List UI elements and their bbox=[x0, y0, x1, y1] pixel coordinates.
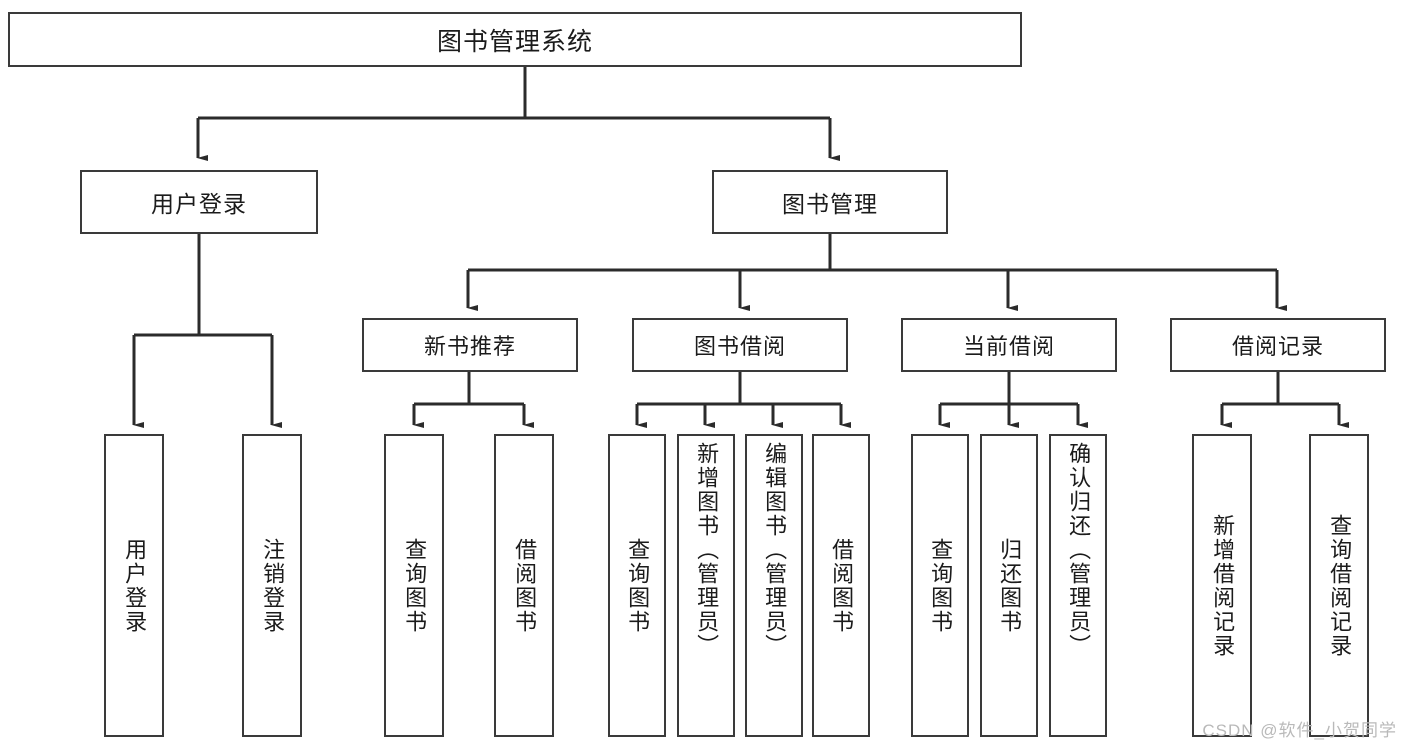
node-label: 当前借阅 bbox=[962, 334, 1055, 359]
leaf-borrow-book[interactable]: 借阅图书 bbox=[812, 434, 870, 737]
leaf-label: 确认归还（管理员） bbox=[1066, 442, 1092, 658]
leaf-label: 查询图书 bbox=[928, 537, 954, 634]
leaf-label: 新增图书（管理员） bbox=[694, 442, 720, 658]
leaf-label: 借阅图书 bbox=[512, 537, 538, 634]
leaf-logout[interactable]: 注销登录 bbox=[242, 434, 302, 737]
leaf-edit-book-admin[interactable]: 编辑图书（管理员） bbox=[745, 434, 803, 737]
leaf-add-borrow-record[interactable]: 新增借阅记录 bbox=[1192, 434, 1252, 737]
leaf-label: 查询图书 bbox=[625, 537, 651, 634]
leaf-query-book-borrow[interactable]: 查询图书 bbox=[608, 434, 666, 737]
leaf-label: 查询图书 bbox=[402, 537, 428, 634]
leaf-query-borrow-record[interactable]: 查询借阅记录 bbox=[1309, 434, 1369, 737]
node-label: 新书推荐 bbox=[423, 334, 516, 359]
leaf-user-login[interactable]: 用户登录 bbox=[104, 434, 164, 737]
node-root-system[interactable]: 图书管理系统 bbox=[8, 12, 1022, 67]
leaf-borrow-book-recommend[interactable]: 借阅图书 bbox=[494, 434, 554, 737]
leaf-label: 借阅图书 bbox=[829, 537, 855, 634]
node-borrow-record[interactable]: 借阅记录 bbox=[1170, 318, 1386, 372]
node-label: 用户登录 bbox=[151, 191, 247, 217]
node-new-book-recommend[interactable]: 新书推荐 bbox=[362, 318, 578, 372]
node-label: 图书借阅 bbox=[693, 334, 786, 359]
leaf-label: 归还图书 bbox=[997, 537, 1023, 634]
node-label: 图书管理系统 bbox=[436, 27, 593, 56]
leaf-label: 新增借阅记录 bbox=[1210, 513, 1236, 658]
leaf-label: 用户登录 bbox=[122, 537, 148, 634]
leaf-query-book-recommend[interactable]: 查询图书 bbox=[384, 434, 444, 737]
leaf-label: 查询借阅记录 bbox=[1327, 513, 1353, 658]
node-label: 借阅记录 bbox=[1231, 334, 1324, 359]
leaf-confirm-return-admin[interactable]: 确认归还（管理员） bbox=[1049, 434, 1107, 737]
leaf-label: 注销登录 bbox=[260, 537, 286, 634]
node-current-borrow[interactable]: 当前借阅 bbox=[901, 318, 1117, 372]
leaf-return-book[interactable]: 归还图书 bbox=[980, 434, 1038, 737]
csdn-watermark: CSDN @软件_小贺同学 bbox=[1202, 721, 1397, 740]
leaf-add-book-admin[interactable]: 新增图书（管理员） bbox=[677, 434, 735, 737]
node-book-manage[interactable]: 图书管理 bbox=[712, 170, 948, 234]
leaf-label: 编辑图书（管理员） bbox=[762, 442, 788, 658]
leaf-query-book-current[interactable]: 查询图书 bbox=[911, 434, 969, 737]
node-book-borrow[interactable]: 图书借阅 bbox=[632, 318, 848, 372]
node-user-login[interactable]: 用户登录 bbox=[80, 170, 318, 234]
node-label: 图书管理 bbox=[782, 191, 878, 217]
